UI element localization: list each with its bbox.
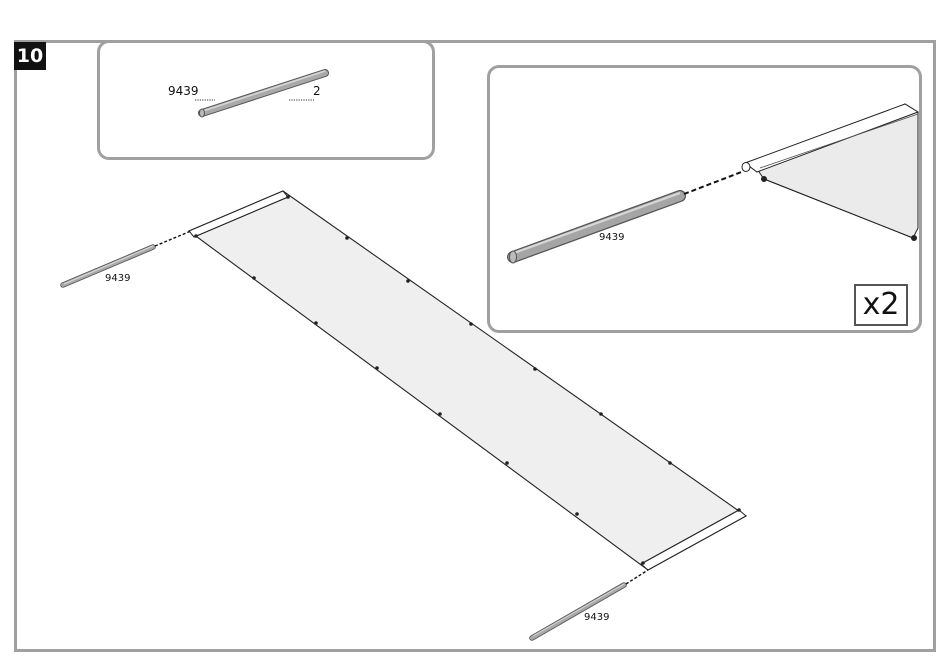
- multiplier-badge: x2: [854, 284, 908, 326]
- canopy-panel: [189, 191, 746, 570]
- canopy-rod-right-label: 9439: [584, 612, 609, 623]
- canopy-rod-left-label: 9439: [105, 273, 130, 284]
- detail-rod: [510, 171, 745, 263]
- parts-qty-label: 2: [313, 84, 321, 98]
- parts-code-label: 9439: [168, 84, 199, 98]
- parts-rod: [200, 71, 326, 117]
- detail-canopy-corner: [742, 104, 918, 241]
- canopy-rod-right: [532, 570, 648, 638]
- detail-rod-label: 9439: [599, 232, 624, 243]
